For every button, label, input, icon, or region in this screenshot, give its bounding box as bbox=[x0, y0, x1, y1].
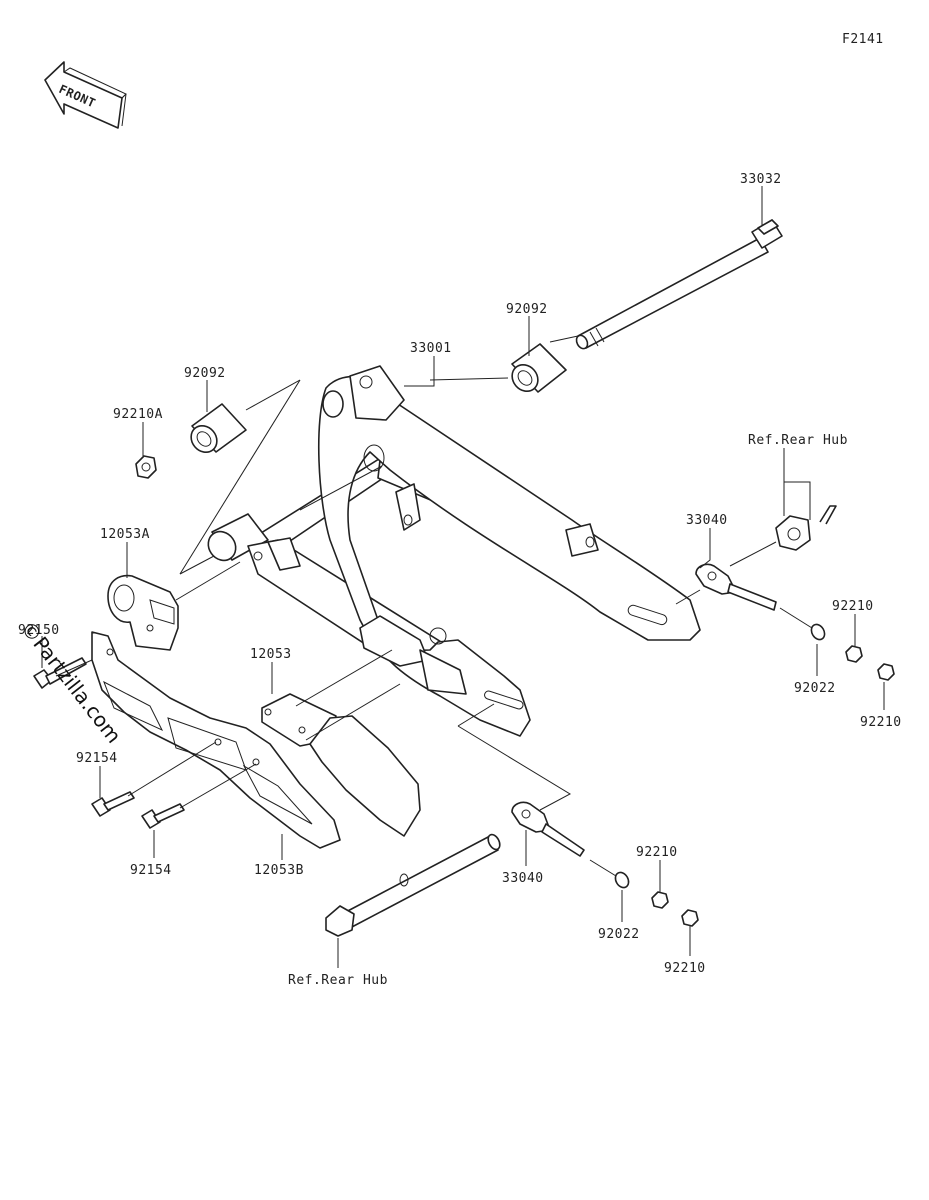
label-92154-upper[interactable]: 92154 bbox=[76, 751, 118, 766]
bushing-left-part[interactable] bbox=[186, 403, 247, 457]
bolt-92154-upper-part[interactable] bbox=[91, 791, 135, 817]
label-33001[interactable]: 33001 bbox=[410, 341, 452, 356]
label-12053A[interactable]: 12053A bbox=[100, 527, 150, 542]
front-arrow-icon: FRONT bbox=[44, 61, 127, 129]
label-92022-lower[interactable]: 92022 bbox=[598, 927, 640, 942]
label-92210-lower-a[interactable]: 92210 bbox=[636, 845, 678, 860]
label-33032[interactable]: 33032 bbox=[740, 172, 782, 187]
nut-92210A-part[interactable] bbox=[135, 455, 157, 479]
label-92210-lower-b[interactable]: 92210 bbox=[664, 961, 706, 976]
label-92210-upper-a[interactable]: 92210 bbox=[832, 599, 874, 614]
bolt-92154-lower-part[interactable] bbox=[141, 803, 185, 829]
figure-id: F2141 bbox=[842, 32, 884, 47]
label-92154-lower[interactable]: 92154 bbox=[130, 863, 172, 878]
label-92022-upper[interactable]: 92022 bbox=[794, 681, 836, 696]
nut-lower-a-part[interactable] bbox=[651, 891, 669, 909]
label-ref-rear-hub-bottom: Ref.Rear Hub bbox=[288, 973, 388, 988]
label-92092-right[interactable]: 92092 bbox=[506, 302, 548, 317]
chain-adjuster-lower-part[interactable] bbox=[511, 801, 585, 857]
label-92092-left[interactable]: 92092 bbox=[184, 366, 226, 381]
rear-axle-part[interactable] bbox=[325, 833, 502, 937]
chain-adjuster-upper-part[interactable] bbox=[695, 563, 777, 611]
label-92210A[interactable]: 92210A bbox=[113, 407, 163, 422]
label-92150[interactable]: 92150 bbox=[18, 623, 60, 638]
nut-lower-b-part[interactable] bbox=[681, 909, 699, 927]
washer-upper-part[interactable] bbox=[809, 622, 827, 642]
leader-lines bbox=[41, 186, 885, 968]
washer-lower-part[interactable] bbox=[613, 870, 631, 890]
swingarm-part[interactable] bbox=[203, 365, 701, 737]
label-33040-upper[interactable]: 33040 bbox=[686, 513, 728, 528]
bushing-right-part[interactable] bbox=[507, 343, 567, 396]
label-92210-upper-b[interactable]: 92210 bbox=[860, 715, 902, 730]
bolt-92150-part[interactable] bbox=[33, 657, 87, 689]
chain-guide-12053A-part[interactable] bbox=[107, 574, 179, 651]
cotter-pin-part[interactable] bbox=[819, 505, 837, 525]
pivot-shaft-part[interactable] bbox=[574, 219, 783, 351]
nut-upper-b-part[interactable] bbox=[877, 663, 895, 681]
label-33040-lower[interactable]: 33040 bbox=[502, 871, 544, 886]
chain-slider-12053B-part[interactable] bbox=[91, 631, 341, 849]
nut-upper-a-part[interactable] bbox=[845, 645, 863, 663]
label-12053B[interactable]: 12053B bbox=[254, 863, 304, 878]
label-12053[interactable]: 12053 bbox=[250, 647, 292, 662]
nut-rear-hub-upper-part[interactable] bbox=[775, 515, 811, 551]
part-labels: 33032 92092 33001 92092 92210A 12053A 33… bbox=[18, 172, 902, 988]
label-ref-rear-hub-top: Ref.Rear Hub bbox=[748, 433, 848, 448]
